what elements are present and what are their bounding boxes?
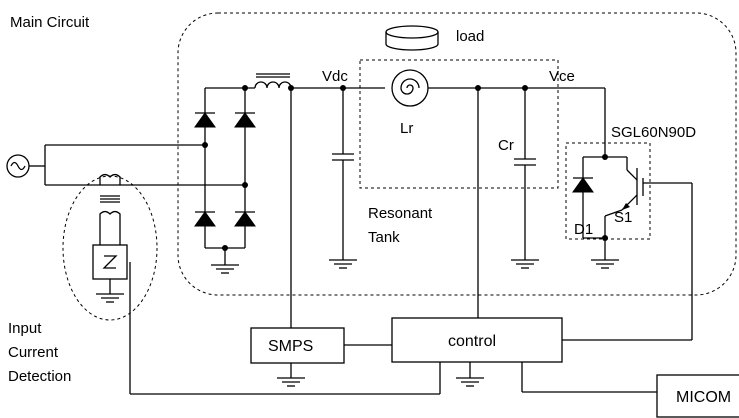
load-label: load: [456, 28, 484, 45]
resonant-capacitor-icon: [514, 88, 536, 260]
lr-label: Lr: [400, 120, 413, 137]
switch-boundary: [565, 142, 651, 240]
control-label: control: [448, 333, 496, 350]
input-label: Input: [8, 320, 42, 337]
ac-source-icon: [6, 154, 30, 178]
vdc-label: Vdc: [322, 68, 348, 85]
vce-label: Vce: [549, 68, 575, 85]
input-current-detection-boundary: [62, 175, 158, 321]
load-icon: [385, 25, 439, 51]
micom-box: [656, 374, 739, 418]
filter-inductor-icon: [254, 73, 292, 89]
diode-icon: [194, 112, 256, 227]
main-circuit-boundary: [177, 12, 737, 296]
tank-label: Tank: [368, 229, 400, 246]
current-transformer-icon: [99, 173, 121, 245]
ground-icon: [456, 377, 484, 387]
ground-icon: [591, 259, 619, 269]
d1-label: D1: [574, 221, 593, 238]
switch-part-label: SGL60N90D: [611, 124, 696, 141]
detector-symbol-icon: [102, 255, 118, 269]
resonant-label: Resonant: [368, 205, 433, 222]
ground-icon: [329, 259, 357, 269]
igbt-switch-icon: [582, 156, 644, 260]
main-circuit-label: Main Circuit: [10, 14, 90, 31]
ground-icon: [96, 293, 124, 303]
work-coil-icon: [391, 69, 429, 107]
ground-icon: [277, 377, 305, 387]
s1-label: S1: [614, 209, 632, 226]
dc-link-capacitor-icon: [332, 88, 354, 260]
smps-label: SMPS: [268, 338, 313, 355]
ground-icon: [211, 264, 239, 274]
control-box: [391, 317, 563, 363]
resonant-tank-boundary: [359, 59, 559, 189]
diode-d1-icon: [572, 177, 594, 193]
detection-label: Detection: [8, 368, 71, 385]
cr-label: Cr: [498, 137, 514, 154]
current-label: Current: [8, 344, 59, 361]
ground-icon: [511, 259, 539, 269]
micom-label: MICOM: [676, 389, 731, 406]
